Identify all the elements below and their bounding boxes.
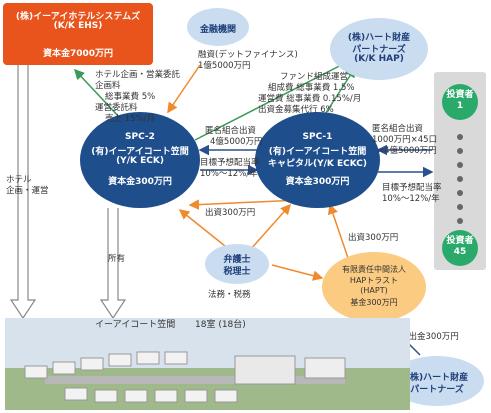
- investor-45-badge: 投資者 45: [442, 230, 478, 266]
- invest-300-trust: 出資300万円: [348, 233, 399, 243]
- ehs-code: (K/K EHS): [53, 21, 103, 31]
- contribution-label: 拠出金300万円: [400, 332, 459, 342]
- trust-line3: (HAPT): [360, 286, 388, 295]
- hap-line3: (K/K HAP): [354, 54, 404, 64]
- target-spc2-1: 目標予想配当率: [200, 158, 260, 168]
- spc2-line1: SPC-2: [125, 132, 155, 142]
- dot-1: [457, 134, 463, 140]
- tk-investors-2: 1000万円×45口: [372, 135, 438, 145]
- fund-fees-1: ファンド組成運営: [280, 72, 349, 82]
- hotel-ops-2: 企画・運営: [6, 186, 49, 196]
- trust-line4: 基金300万円: [350, 298, 398, 307]
- hotel-fees-5: 売上 15%/月: [105, 114, 155, 124]
- lawyer-line1: 弁護士: [223, 255, 251, 265]
- investor-45-line1: 投資者: [446, 236, 474, 246]
- hotel-fees-2: 企画料: [95, 81, 121, 91]
- arrow-lawyer-to-spc1: [249, 203, 291, 251]
- hap2-line2: パートナーズ: [410, 385, 464, 395]
- hotel-fees-1: ホテル企画・営業委託: [95, 70, 181, 80]
- dot-7: [457, 218, 463, 224]
- arrow-lawyer-to-spc2: [178, 209, 231, 251]
- spc2-node: SPC-2 (有)イーアイコート笠間 (Y/K ECK) 資本金300万円: [80, 112, 200, 208]
- fund-fees-2: 組成費 総事業費 1.5%: [268, 83, 355, 93]
- arrow-trust-to-spc1: [327, 203, 349, 259]
- target-investors-1: 目標予想配当率: [382, 183, 442, 193]
- spc2-line3: (Y/K ECK): [116, 156, 164, 166]
- trust-line2: HAPトラスト: [349, 276, 399, 285]
- arrow-bank-to-spc2: [167, 64, 201, 114]
- arrow-lawyer-to-trust: [271, 264, 324, 281]
- tk-spc2-2: 4億5000万円: [210, 137, 263, 147]
- hap-line1: (株)ハート財産: [347, 33, 411, 43]
- fund-fees-3: 運営費 総事業費 0.15%/月: [258, 94, 362, 104]
- property-photo: イーアイコート笠間 18室 (18台): [5, 318, 410, 410]
- lawyer-line2: 税理士: [223, 267, 251, 277]
- invest-300-spc1: 出資300万円: [205, 208, 256, 218]
- dot-4: [457, 176, 463, 182]
- spc1-line3: キャピタル(Y/K ECKC): [267, 159, 368, 169]
- spc1-line4: 資本金300万円: [285, 177, 350, 187]
- property-illustration: [5, 318, 410, 410]
- legal-tax-label: 法務・税務: [208, 290, 251, 300]
- lawyer-node: 弁護士 税理士: [205, 244, 269, 284]
- arrow-spc2-to-hap: [194, 57, 357, 141]
- hap-line2: パートナーズ: [352, 45, 406, 55]
- target-investors-2: 10%〜12%/年: [382, 194, 440, 204]
- spc1-line2: (有)イーアイコート笠間: [268, 147, 367, 157]
- spc1-node: SPC-1 (有)イーアイコート笠間 キャピタル(Y/K ECKC) 資本金30…: [255, 112, 380, 208]
- investor-1-line2: 1: [456, 101, 464, 111]
- tk-investors-3: =4億5000万円: [377, 146, 437, 156]
- ehs-capital: 資本金7000万円: [42, 49, 114, 59]
- dot-3: [457, 162, 463, 168]
- property-name: イーアイコート笠間: [95, 320, 176, 330]
- arrow-spc2-to-ehs: [73, 68, 121, 119]
- bank-label: 金融機関: [199, 25, 236, 35]
- ehs-name: (株)イーアイホテルシステムズ: [15, 12, 141, 22]
- trust-node: 有限責任中間法人 HAPトラスト (HAPT) 基金300万円: [322, 252, 426, 322]
- hap-node: (株)ハート財産 パートナーズ (K/K HAP): [330, 18, 428, 80]
- loan-label-1: 融資(デットファイナンス): [198, 50, 298, 60]
- tk-investors-1: 匿名組合出資: [372, 124, 424, 134]
- investor-1-line1: 投資者: [446, 90, 474, 100]
- tk-spc2-1: 匿名組合出資: [205, 126, 257, 136]
- dot-6: [457, 204, 463, 210]
- bank-node: 金融機関: [187, 8, 249, 46]
- hotel-ops-1: ホテル: [6, 175, 32, 185]
- arrow-spc1-invest-spc2: [188, 199, 301, 210]
- hotel-fees-4: 運営委託料: [95, 103, 138, 113]
- property-rooms: 18室 (18台): [195, 320, 246, 330]
- ehs-box: (株)イーアイホテルシステムズ (K/K EHS) 資本金7000万円: [3, 3, 153, 65]
- spc2-line2: (有)イーアイコート笠間: [91, 147, 189, 157]
- spc2-line4: 資本金300万円: [108, 177, 172, 187]
- trust-line1: 有限責任中間法人: [342, 265, 406, 274]
- investor-1-badge: 投資者 1: [442, 84, 478, 120]
- loan-label-2: 1億5000万円: [198, 61, 251, 71]
- ownership-label: 所有: [108, 254, 126, 264]
- target-spc2-2: 10%〜12%/年: [200, 169, 258, 179]
- fund-fees-4: 出資金募集代行 6%: [258, 105, 334, 115]
- investor-45-line2: 45: [453, 247, 467, 257]
- spc1-line1: SPC-1: [302, 132, 333, 142]
- hotel-fees-3: 総事業費 5%: [105, 92, 156, 102]
- hap2-line1: (株)ハート財産: [405, 373, 469, 383]
- dot-5: [457, 190, 463, 196]
- dot-2: [457, 148, 463, 154]
